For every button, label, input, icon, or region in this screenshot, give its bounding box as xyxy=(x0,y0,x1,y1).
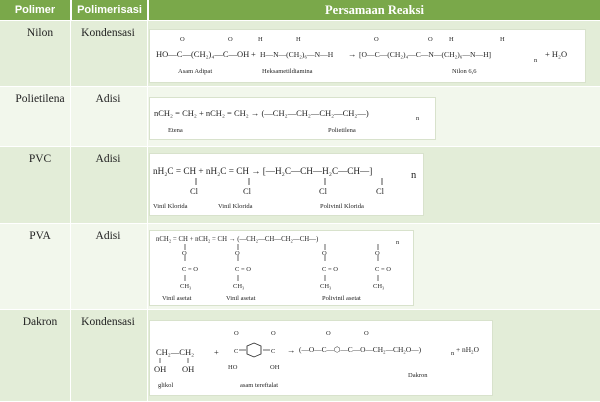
polymerization-type: Adisi xyxy=(95,153,121,165)
svg-text:[O—C—(CH₂)₄—C—N—(CH₂)₆—N—H]: [O—C—(CH₂)₄—C—N—(CH₂)₆—N—H] xyxy=(359,50,491,59)
polymerization-type: Adisi xyxy=(95,93,121,105)
svg-text:C = O: C = O xyxy=(182,266,198,273)
svg-text:C = O: C = O xyxy=(375,266,391,273)
svg-text:nCH₂ = CH₂ + nCH₂ = CH₂ → (—CH: nCH₂ = CH₂ + nCH₂ = CH₂ → (—CH₂—CH₂—CH₂—… xyxy=(154,108,369,118)
svg-text:+ H₂O: + H₂O xyxy=(545,49,567,59)
polymer-name: Polietilena xyxy=(15,93,65,105)
svg-text:HO—C—(CH₂)₄—C—OH: HO—C—(CH₂)₄—C—OH xyxy=(156,49,249,59)
svg-text:+: + xyxy=(214,347,219,357)
svg-text:H: H xyxy=(296,36,301,43)
svg-text:Nilon 6,6: Nilon 6,6 xyxy=(452,68,477,75)
reaction-equation-pva: nCH₂ = CH + nCH₂ = CH → (—CH₂—CH—CH₂—CH—… xyxy=(149,230,414,306)
svg-text:→: → xyxy=(348,49,357,59)
svg-text:Vinil asetat: Vinil asetat xyxy=(226,295,256,302)
svg-text:Cl: Cl xyxy=(243,186,252,196)
svg-text:O: O xyxy=(322,250,327,257)
svg-text:C: C xyxy=(234,348,238,355)
svg-text:Polietilena: Polietilena xyxy=(328,127,356,134)
polymer-name: Dakron xyxy=(22,316,58,328)
svg-text:O: O xyxy=(271,330,276,337)
svg-text:Cl: Cl xyxy=(190,186,199,196)
svg-text:Cl: Cl xyxy=(319,186,328,196)
svg-text:O: O xyxy=(374,36,379,43)
svg-text:C = O: C = O xyxy=(235,266,251,273)
svg-text:n: n xyxy=(396,239,400,246)
polymerization-type: Kondensasi xyxy=(81,27,135,39)
svg-text:Etena: Etena xyxy=(168,127,183,134)
polymer-name: Nilon xyxy=(26,27,54,39)
svg-text:H: H xyxy=(258,36,263,43)
svg-text:OH: OH xyxy=(182,364,194,374)
svg-text:Vinil Klorida: Vinil Klorida xyxy=(153,203,188,210)
svg-text:O: O xyxy=(228,36,233,43)
svg-text:O: O xyxy=(364,330,369,337)
svg-text:C: C xyxy=(271,348,275,355)
header-persamaan-reaksi: Persamaan Reaksi xyxy=(148,0,600,20)
svg-text:H: H xyxy=(500,36,505,43)
polymerization-type: Kondensasi xyxy=(81,316,135,328)
svg-text:OH: OH xyxy=(154,364,166,374)
svg-text:O: O xyxy=(428,36,433,43)
svg-text:glikol: glikol xyxy=(158,382,173,389)
reaction-equation-polietilena: nCH₂ = CH₂ + nCH₂ = CH₂ → (—CH₂—CH₂—CH₂—… xyxy=(149,97,436,140)
table-row: Polietilena Adisi nCH₂ = CH₂ + nCH₂ = CH… xyxy=(0,86,600,147)
svg-text:CH₃: CH₃ xyxy=(180,283,191,290)
svg-text:Asam Adipat: Asam Adipat xyxy=(178,68,212,75)
polymer-name: PVC xyxy=(28,153,52,165)
svg-text:O: O xyxy=(326,330,331,337)
svg-text:n: n xyxy=(534,57,538,64)
svg-text:nH₂C = CH + nH₂C = CH → [—H₂C—: nH₂C = CH + nH₂C = CH → [—H₂C—CH—H₂C—CH—… xyxy=(153,166,372,176)
svg-text:→: → xyxy=(287,345,296,355)
polymerization-type: Adisi xyxy=(95,230,121,242)
table-row: PVC Adisi nH₂C = CH + nH₂C = CH → [—H₂C—… xyxy=(0,146,600,224)
svg-text:O: O xyxy=(375,250,380,257)
svg-text:CH₃: CH₃ xyxy=(233,283,244,290)
svg-text:n: n xyxy=(416,115,420,122)
svg-text:OH: OH xyxy=(270,364,280,371)
table-row: Dakron Kondensasi CH₂—CH₂ OH OH + O O C … xyxy=(0,309,600,402)
svg-text:H—N—(CH₂)₆—N—H: H—N—(CH₂)₆—N—H xyxy=(260,50,334,59)
reaction-equation-pvc: nH₂C = CH + nH₂C = CH → [—H₂C—CH—H₂C—CH—… xyxy=(149,153,424,216)
header-polimerisasi: Polimerisasi xyxy=(71,0,147,20)
polymer-name: PVA xyxy=(29,230,51,242)
header-polimer: Polimer xyxy=(0,0,70,20)
svg-text:Polivinil Klorida: Polivinil Klorida xyxy=(320,203,364,210)
svg-text:O: O xyxy=(180,36,185,43)
svg-text:+ nH₂O: + nH₂O xyxy=(456,345,480,354)
svg-text:CH₂—CH₂: CH₂—CH₂ xyxy=(156,347,194,357)
svg-text:n: n xyxy=(411,170,417,181)
reaction-equation-dakron: CH₂—CH₂ OH OH + O O C C HO OH → (—O—C—⬡—… xyxy=(149,320,493,396)
reaction-equation-nilon: H H O O O O H H HO—C—(CH₂)₄—C—OH + H—N—(… xyxy=(149,29,586,83)
svg-text:CH₃: CH₃ xyxy=(373,283,384,290)
svg-text:n: n xyxy=(451,350,455,357)
svg-text:Dakron: Dakron xyxy=(408,372,428,379)
svg-text:Polivinil asetat: Polivinil asetat xyxy=(322,295,361,302)
svg-text:O: O xyxy=(182,250,187,257)
table-row: Nilon Kondensasi H H O O O O H H HO—C—(C… xyxy=(0,20,600,87)
svg-text:O: O xyxy=(234,330,239,337)
svg-text:H: H xyxy=(449,36,454,43)
svg-text:Vinil Klorida: Vinil Klorida xyxy=(218,203,253,210)
svg-text:asam tereftalat: asam tereftalat xyxy=(240,382,278,389)
svg-text:(—O—C—⬡—C—O—CH₂—CH₂O—): (—O—C—⬡—C—O—CH₂—CH₂O—) xyxy=(299,345,422,354)
svg-text:HO: HO xyxy=(228,364,238,371)
svg-text:C = O: C = O xyxy=(322,266,338,273)
svg-text:CH₃: CH₃ xyxy=(320,283,331,290)
svg-text:Vinil asetat: Vinil asetat xyxy=(162,295,192,302)
svg-text:Cl: Cl xyxy=(376,186,385,196)
svg-text:nCH₂ = CH + nCH₂ = CH → (—CH₂—: nCH₂ = CH + nCH₂ = CH → (—CH₂—CH—CH₂—CH—… xyxy=(156,236,318,243)
svg-text:+: + xyxy=(251,49,256,59)
table-row: PVA Adisi nCH₂ = CH + nCH₂ = CH → (—CH₂—… xyxy=(0,223,600,310)
svg-text:Heksametildiamina: Heksametildiamina xyxy=(262,68,313,75)
svg-text:O: O xyxy=(235,250,240,257)
